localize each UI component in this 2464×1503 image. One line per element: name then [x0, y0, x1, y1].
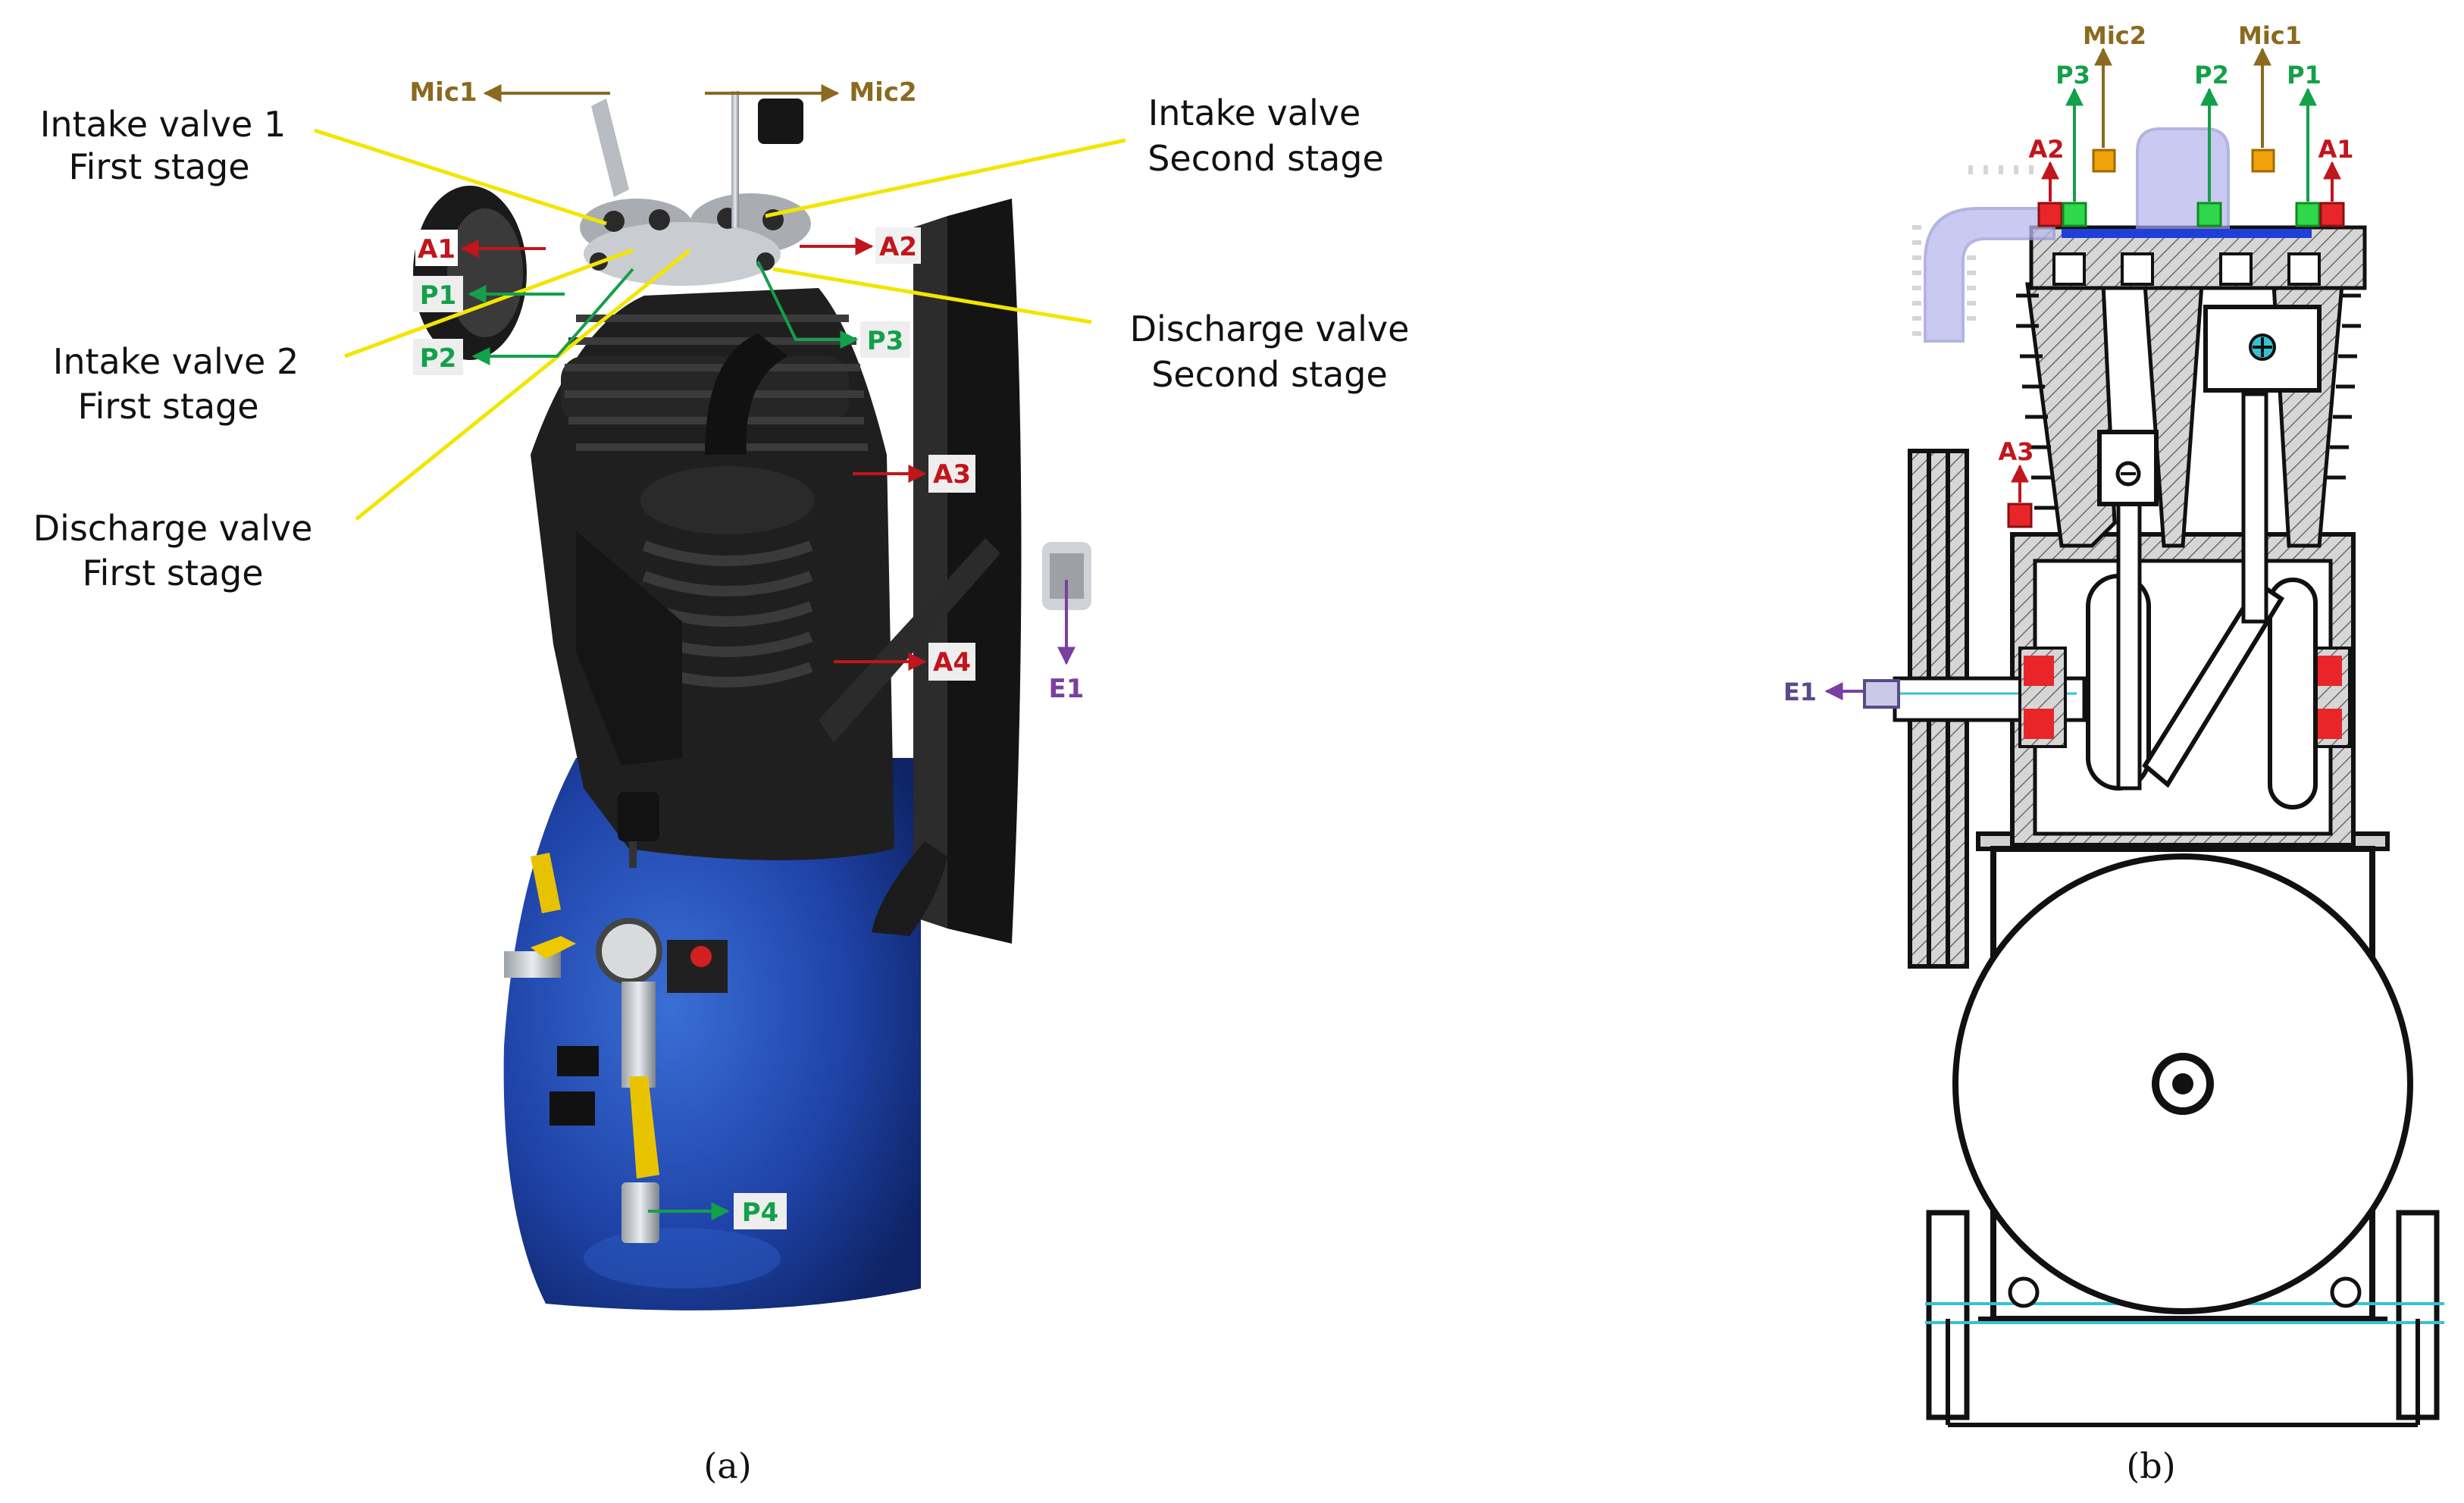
a1-label-a: A1 [418, 234, 456, 265]
a3-label-a: A3 [933, 459, 971, 490]
p2-label-b: P2 [2194, 61, 2229, 89]
pressure-sensors-a: P1 P2 P3 P4 [413, 261, 910, 1229]
callout-discharge-1-line1: Discharge valve [33, 508, 313, 549]
panel-a-photo: Intake valve 1 First stage Intake valve … [33, 77, 1410, 1486]
callout-line-intake-1 [314, 128, 607, 226]
cylinder-section [2016, 282, 2361, 548]
callout-intake-2-line2: First stage [77, 386, 258, 427]
callout-intake-1-line1: Intake valve 1 [40, 104, 286, 145]
a3-label-b: A3 [1998, 437, 2034, 466]
p1-label-a: P1 [420, 280, 457, 311]
callout-discharge-second-line2: Second stage [1151, 354, 1388, 395]
mic2-label-a: Mic2 [849, 77, 916, 108]
head-sensor-markers [2007, 149, 2345, 528]
encoder-sensor-b: E1 [1783, 678, 1863, 706]
encoder-sensor-a: E1 [1049, 580, 1085, 704]
mic1-label-a: Mic1 [409, 77, 477, 108]
p3-label-b: P3 [2055, 61, 2090, 89]
tank-section [1952, 853, 2413, 1314]
callout-intake-1-line2: First stage [68, 146, 249, 187]
a2-label-a: A2 [879, 232, 917, 262]
mic-sensors-b: Mic2 Mic1 [2083, 21, 2302, 148]
pressure-sensors-b: P3 P2 P1 [2055, 61, 2322, 202]
caption-a: (a) [703, 1445, 751, 1486]
callout-line-discharge-1 [355, 249, 691, 521]
compressor-head [413, 91, 1091, 860]
a4-label-a: A4 [933, 647, 971, 678]
callout-line-intake-second [765, 138, 1126, 218]
callout-intake-2-line1: Intake valve 2 [53, 341, 299, 382]
callout-line-discharge-second [772, 267, 1092, 324]
callout-intake-second-line1: Intake valve [1148, 92, 1361, 133]
mic-sensors-a: Mic1 Mic2 [409, 77, 916, 108]
a2-label-b: A2 [2028, 135, 2064, 164]
callout-discharge-1-line2: First stage [82, 553, 263, 593]
head-plate [2029, 225, 2367, 290]
caption-b: (b) [2126, 1445, 2175, 1486]
callout-lines [314, 128, 1126, 521]
callout-line-intake-2 [344, 248, 634, 359]
mic2-label-b: Mic2 [2083, 21, 2146, 50]
e1-label-a: E1 [1049, 674, 1085, 704]
accel-sensors-a: A1 A2 A3 A4 [415, 227, 975, 681]
mic1-label-b: Mic1 [2238, 21, 2302, 50]
e1-label-b: E1 [1783, 678, 1817, 706]
p3-label-a: P3 [867, 326, 904, 356]
panel-b-schematic: Mic2 Mic1 P3 P2 P1 A2 A1 A3 E1 (b) [1783, 21, 2444, 1486]
p1-label-b: P1 [2287, 61, 2322, 89]
callout-discharge-second-line1: Discharge valve [1130, 308, 1410, 349]
accel-sensors-b: A2 A1 A3 [1998, 135, 2354, 503]
p2-label-a: P2 [420, 343, 457, 374]
p4-label-a: P4 [742, 1198, 779, 1228]
tank-fittings [504, 792, 728, 1243]
callout-labels: Intake valve 1 First stage Intake valve … [33, 92, 1410, 593]
a1-label-b: A1 [2318, 135, 2353, 164]
callout-intake-second-line2: Second stage [1147, 138, 1384, 179]
